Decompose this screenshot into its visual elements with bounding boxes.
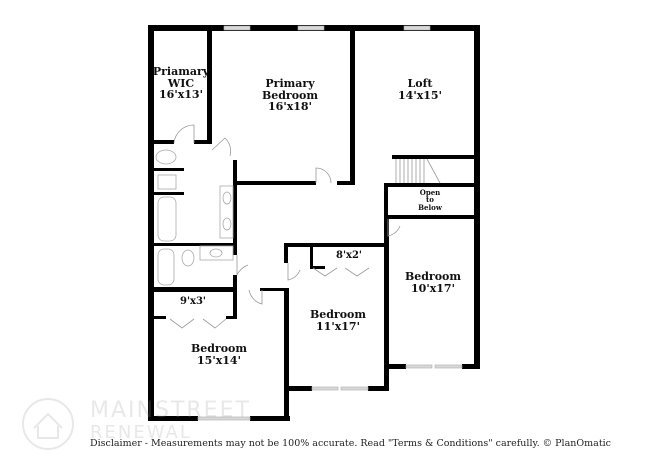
room-bedroom-15x14-label: Bedroom 15'x14' (186, 343, 252, 366)
room-bedroom-11x17-label: Bedroom 11'x17' (305, 309, 371, 332)
room-name: WIC (167, 76, 195, 90)
room-dimensions: 10'x17' (411, 281, 455, 295)
label-line: Below (418, 202, 442, 212)
label-line: Open (419, 188, 441, 197)
room-dimensions: 15'x14' (197, 353, 241, 367)
open-to-below-label: Open to Below (410, 189, 450, 211)
room-primary-wic-label: Priamary WIC 16'x13' (152, 66, 210, 101)
room-name: Bedroom (404, 270, 462, 283)
room-dimensions: 16'x18' (268, 100, 312, 114)
room-dimensions: 16'x13' (159, 88, 203, 102)
room-name: Primary (265, 77, 315, 90)
room-loft-label: Loft 14'x15' (390, 78, 450, 101)
stairs (395, 158, 441, 184)
room-name: Bedroom (261, 88, 319, 102)
room-dimensions: 14'x15' (398, 88, 442, 102)
windows (197, 25, 463, 421)
disclaimer-text: Disclaimer - Measurements may not be 100… (90, 438, 611, 449)
room-primary-bedroom-label: Primary Bedroom 16'x18' (250, 78, 330, 113)
label-line: to (426, 195, 434, 205)
room-name: Bedroom (309, 308, 367, 321)
doors (169, 124, 401, 329)
room-dimensions: 11'x17' (316, 319, 360, 333)
fixtures (155, 149, 234, 286)
closet-8x2-label: 8'x2' (335, 250, 362, 261)
room-name: Priamary (152, 65, 210, 78)
room-name: Bedroom (190, 342, 248, 355)
room-bedroom-10x17-label: Bedroom 10'x17' (400, 271, 466, 294)
closet-9x3-label: 9'x3' (179, 296, 206, 307)
room-name: Loft (407, 77, 433, 90)
